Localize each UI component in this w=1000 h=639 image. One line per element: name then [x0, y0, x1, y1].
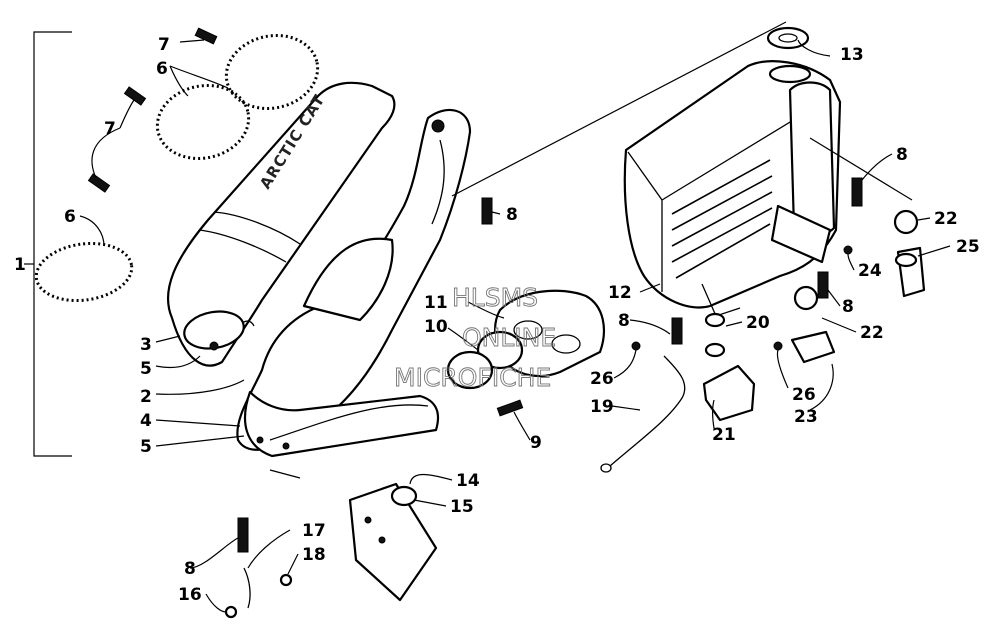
callout-14: 14	[456, 471, 480, 491]
callout-1: 1	[14, 255, 26, 275]
grommet	[766, 26, 810, 50]
callout-16: 16	[178, 585, 202, 605]
callout-4: 4	[140, 411, 152, 431]
exhaust-seal-rings	[34, 34, 320, 303]
callout-26-left: 26	[590, 369, 614, 389]
callout-6-upper: 6	[156, 59, 168, 79]
callout-21: 21	[712, 425, 736, 445]
callout-13: 13	[840, 45, 864, 65]
callout-8-resonator: 8	[618, 311, 630, 331]
manifold-spring	[496, 399, 524, 417]
callout-6-lower: 6	[64, 207, 76, 227]
watermark-line-3: MICROFICHE	[394, 363, 551, 392]
callout-15: 15	[450, 497, 474, 517]
callout-8-pipe: 8	[506, 205, 518, 225]
callout-7-lower: 7	[104, 119, 116, 139]
callout-20: 20	[746, 313, 770, 333]
watermark: HLSMS ONLINE MICROFICHE	[394, 283, 557, 393]
expansion-chamber-pipe	[236, 108, 472, 458]
mounting-bracket	[348, 482, 438, 602]
callout-labels: 1 2 3 4 5 5 6 6 7 7 8 8 8 8 8 9 10 11 12…	[14, 35, 980, 605]
callout-5-lower: 5	[140, 437, 152, 457]
callout-26-right: 26	[792, 385, 816, 405]
callout-10: 10	[424, 317, 448, 337]
callout-17: 17	[302, 521, 326, 541]
spring-upper	[481, 197, 493, 225]
callout-22-upper: 22	[934, 209, 958, 229]
resonator-box	[623, 60, 842, 317]
assembly-bracket	[24, 31, 72, 457]
callout-2: 2	[140, 387, 152, 407]
callout-23: 23	[794, 407, 818, 427]
callout-19: 19	[590, 397, 614, 417]
reference-lines	[451, 21, 913, 201]
right-side-hardware	[600, 177, 926, 473]
callout-11: 11	[424, 293, 448, 313]
callout-25: 25	[956, 237, 980, 257]
callout-18: 18	[302, 545, 326, 565]
callout-3: 3	[140, 335, 152, 355]
callout-24: 24	[858, 261, 882, 281]
exhaust-manifold	[446, 289, 606, 390]
lower-spring-hardware	[224, 517, 293, 619]
callout-22-lower: 22	[860, 323, 884, 343]
callout-8-right-lower: 8	[842, 297, 854, 317]
watermark-line-2: ONLINE	[462, 323, 556, 352]
callout-leaders	[79, 39, 951, 613]
callout-7-upper: 7	[158, 35, 170, 55]
callout-5-upper: 5	[140, 359, 152, 379]
callout-8-lower: 8	[184, 559, 196, 579]
callout-12: 12	[608, 283, 632, 303]
callout-8-right-upper: 8	[896, 145, 908, 165]
muffler-silencer: ARCTIC CAT	[167, 81, 396, 367]
small-springs	[87, 27, 218, 193]
watermark-line-1: HLSMS	[452, 283, 538, 312]
callout-9: 9	[530, 433, 542, 453]
